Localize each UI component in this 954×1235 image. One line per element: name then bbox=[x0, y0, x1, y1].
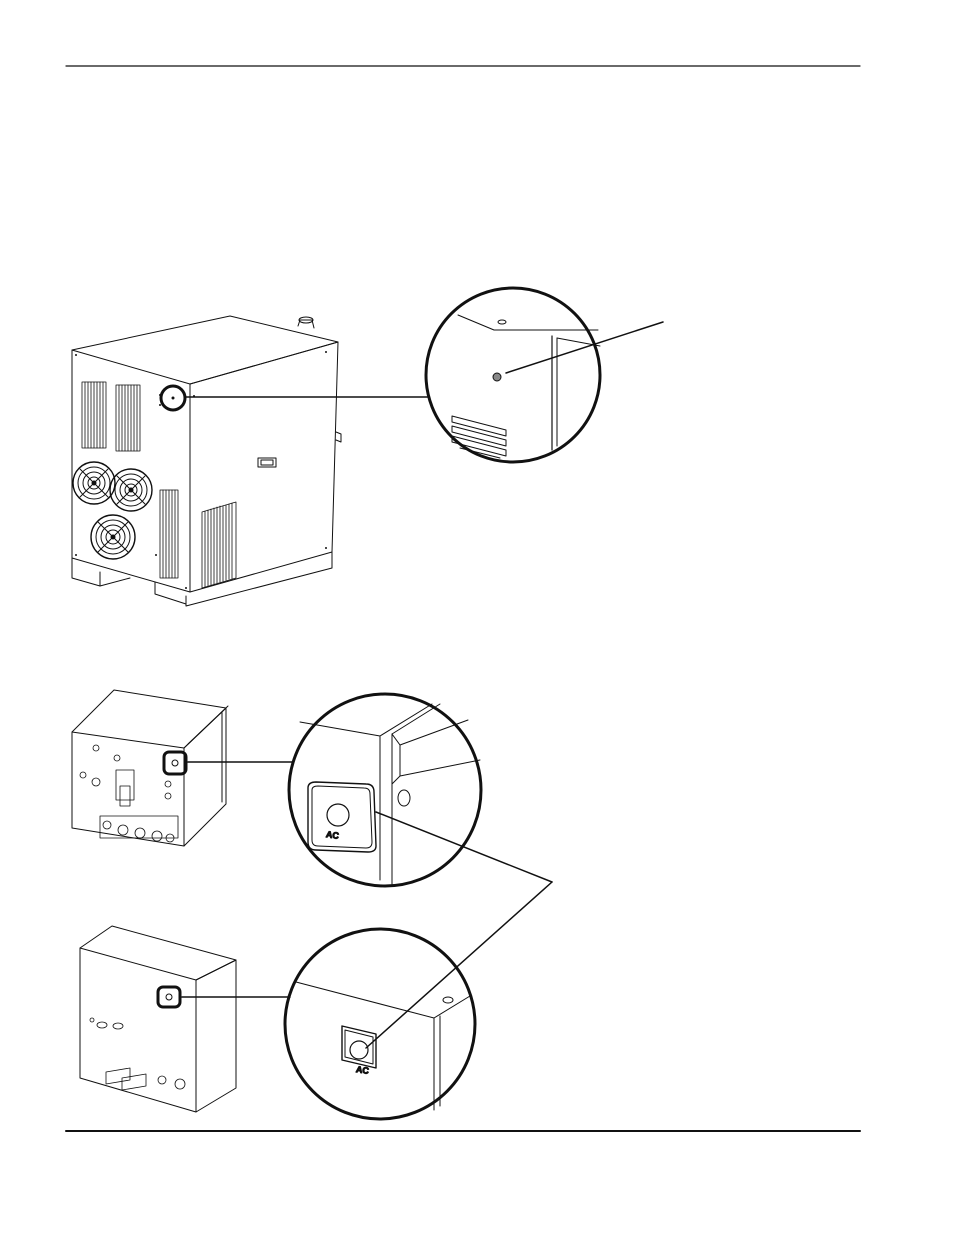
zoom-detail-lower bbox=[283, 927, 477, 1121]
middle-unit-highlight-box bbox=[162, 750, 188, 776]
console-unit-lower bbox=[79, 925, 237, 1113]
rear-vents bbox=[81, 381, 179, 579]
side-vents bbox=[201, 501, 237, 589]
ac-label-bottom: AC bbox=[355, 1064, 370, 1076]
power-supply-unit bbox=[71, 315, 342, 607]
console-unit-middle bbox=[71, 689, 229, 847]
zoom-detail-power-supply bbox=[424, 286, 664, 464]
lower-unit-highlight-box bbox=[156, 985, 182, 1009]
ac-label-top: AC bbox=[325, 829, 340, 841]
cooling-fans bbox=[72, 461, 153, 560]
zoom-detail-middle bbox=[287, 692, 483, 888]
ac-leader-line-bottom bbox=[365, 881, 553, 1049]
power-supply-highlight-circle bbox=[159, 384, 187, 412]
ac-leader-line-top bbox=[375, 811, 553, 883]
